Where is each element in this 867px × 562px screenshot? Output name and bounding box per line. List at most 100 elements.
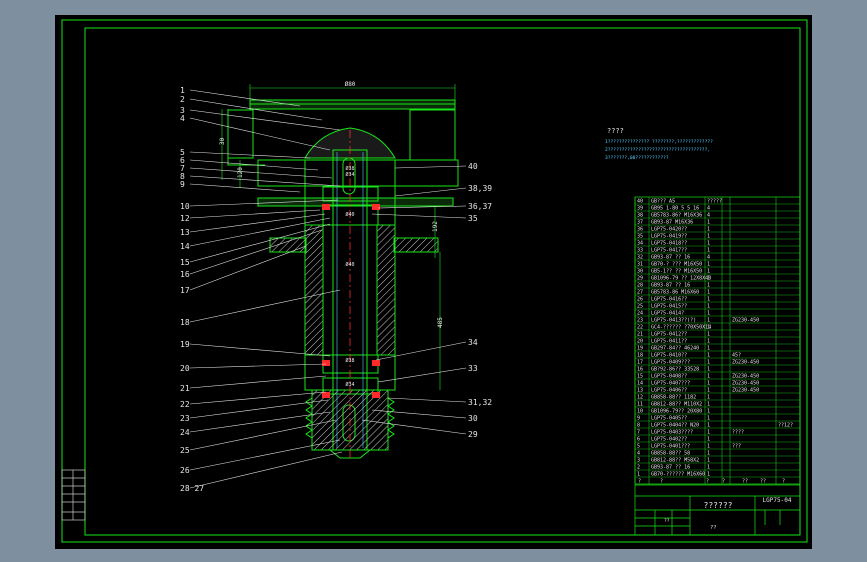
leader-label-left: 8 — [180, 172, 185, 181]
bom-cell: GB5-1?? ?? M16X50 — [651, 269, 702, 275]
leaders-left: 1234567891012131415161718192021222324252… — [180, 86, 343, 493]
notes-line-3: 3???????,00???????????? — [605, 155, 669, 161]
bom-cell: 1 — [707, 346, 710, 352]
leader-label-left: 16 — [180, 270, 190, 279]
bom-cell: ??? — [732, 444, 741, 450]
leader-label-right: 34 — [468, 338, 478, 347]
leader-line-left — [189, 223, 331, 263]
bom-cell: 39 — [637, 206, 643, 212]
bom-cell: 1 — [637, 472, 640, 478]
bom-cell: GB93-87 ?? 16 — [651, 283, 690, 289]
bom-header-cell: ? — [706, 479, 709, 485]
bom-header-row: ????????? — [638, 479, 785, 485]
drawing-sheet — [55, 15, 812, 549]
leader-line-left — [189, 229, 323, 275]
bom-cell: 1 — [707, 290, 710, 296]
bom-cell: GB812-88?? M110X2 — [651, 402, 702, 408]
bom-cell: GB93-87 ?? 16 — [651, 255, 690, 261]
bom-cell: GB297-84?? 46240 — [651, 346, 699, 352]
bom-cell: 1 — [707, 465, 710, 471]
bom-cell: LGP75-0411?? — [651, 339, 687, 345]
bom-cell: 1 — [707, 374, 710, 380]
leader-label-left: 28 27 — [180, 484, 204, 493]
bom-row: 11 GB812-88?? M110X2 1 — [637, 402, 710, 408]
leader-line-left — [189, 151, 311, 159]
leader-line-left — [189, 89, 301, 107]
bom-cell: 1 — [707, 360, 710, 366]
bom-cell: 2 — [637, 465, 640, 471]
bom-cell: 28 — [637, 283, 643, 289]
leader-line-right — [371, 409, 467, 419]
bom-cell: LGP75-0409??? — [651, 360, 690, 366]
leader-line-left — [189, 245, 307, 291]
bom-cell: 24 — [637, 311, 643, 317]
leader-label-left: 1 — [180, 86, 185, 95]
bom-cell: 1 — [707, 304, 710, 310]
bom-cell: 1 — [707, 276, 710, 282]
leader-line-right — [361, 419, 467, 435]
leader-line-left — [189, 343, 331, 357]
bom-cell: 25 — [637, 304, 643, 310]
upper-bearing — [322, 186, 379, 226]
bom-cell: 34 — [637, 241, 643, 247]
bom-cell: 1 — [707, 402, 710, 408]
bom-cell: LGP75-0404?? N20 — [651, 423, 699, 429]
leader-label-left: 4 — [180, 114, 185, 123]
leader-label-left: 25 — [180, 446, 190, 455]
bom-header-cell: ? — [782, 479, 785, 485]
bom-cell: 29 — [637, 276, 643, 282]
dim-d1: 30 — [219, 137, 226, 145]
leader-label-right: 40 — [468, 162, 478, 171]
bom-cell: 11 — [637, 402, 643, 408]
leader-line-left — [189, 399, 329, 419]
leader-label-left: 22 — [180, 400, 190, 409]
bom-cell: ZG230-450 — [732, 374, 759, 380]
bom-cell: 1 — [707, 339, 710, 345]
bom-cell: GB5783-86? M16X36 — [651, 213, 702, 219]
bom-cell: 33 — [637, 248, 643, 254]
bom-cell: 1 — [707, 318, 710, 324]
technical-notes: ???? 1??????????????? ????????,?????????… — [605, 127, 713, 161]
bom-cell: 6 — [637, 437, 640, 443]
bom-cell: 45? — [732, 353, 741, 359]
leader-label-left: 10 — [180, 202, 190, 211]
leader-line-left — [189, 391, 327, 405]
scale-label: ?? — [710, 525, 717, 531]
bom-cell: 27 — [637, 290, 643, 296]
dimension-lines — [221, 84, 456, 390]
leader-label-right: 36,37 — [468, 202, 492, 211]
leader-label-right: 38,39 — [468, 184, 492, 193]
drawing-title: ?????? — [704, 501, 733, 510]
leader-label-right: 35 — [468, 214, 478, 223]
leader-label-left: 5 — [180, 148, 185, 157]
leader-line-left — [189, 109, 341, 131]
bom-cell: 30 — [637, 269, 643, 275]
bom-cell: GB1096-79 ?? 12X8X40 — [651, 276, 711, 282]
leader-label-right: 30 — [468, 414, 478, 423]
leader-label-left: 9 — [180, 180, 185, 189]
leader-line-left — [189, 439, 341, 471]
leader-line-left — [189, 217, 331, 247]
leader-line-left — [189, 375, 327, 389]
leader-label-left: 21 — [180, 384, 190, 393]
bom-cell: 1 — [707, 269, 710, 275]
leader-line-right — [375, 341, 467, 361]
bom-header-cell: ? — [722, 479, 725, 485]
bom-cell: GB70-?????? M16X60 — [651, 472, 705, 478]
bom-cell: LGP75-0414? — [651, 311, 684, 317]
leader-label-left: 17 — [180, 286, 190, 295]
